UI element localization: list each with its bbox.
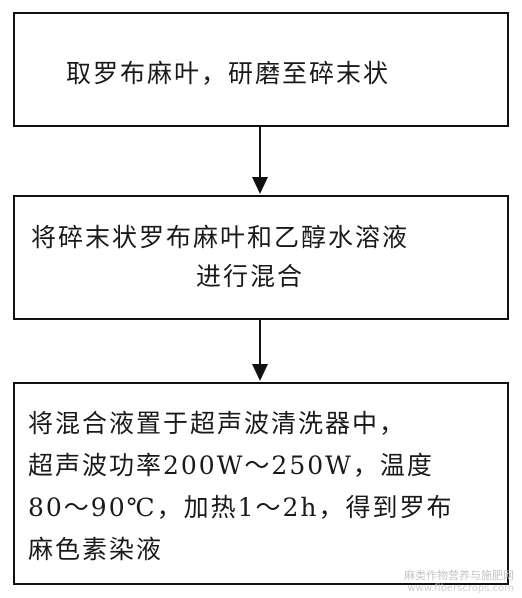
step-3-box <box>13 382 509 585</box>
arrow-1-line <box>259 127 261 179</box>
step-2-text-line-1: 将碎末状罗布麻叶和乙醇水溶液 <box>31 223 410 252</box>
arrow-2-line <box>259 320 261 366</box>
step-3-text-line-2: 超声波功率200W～250W，温度 <box>28 451 434 480</box>
step-2-box <box>13 195 509 320</box>
step-3-text-line-4: 麻色素染液 <box>28 535 164 564</box>
arrow-down-icon <box>252 364 268 381</box>
step-1-text: 取罗布麻叶，研磨至碎末状 <box>66 59 391 88</box>
step-1-box <box>13 12 509 127</box>
watermark: 麻类作物营养与施肥网 www.fiberscrops.com <box>404 569 514 595</box>
arrow-down-icon <box>252 177 268 194</box>
watermark-name: 麻类作物营养与施肥网 <box>404 569 514 582</box>
step-3-text-line-1: 将混合液置于超声波清洗器中， <box>28 409 407 438</box>
step-2-text-line-2: 进行混合 <box>196 262 305 291</box>
watermark-url: www.fiberscrops.com <box>407 583 514 594</box>
step-3-text-line-3: 80～90℃，加热1～2h，得到罗布 <box>28 493 454 522</box>
